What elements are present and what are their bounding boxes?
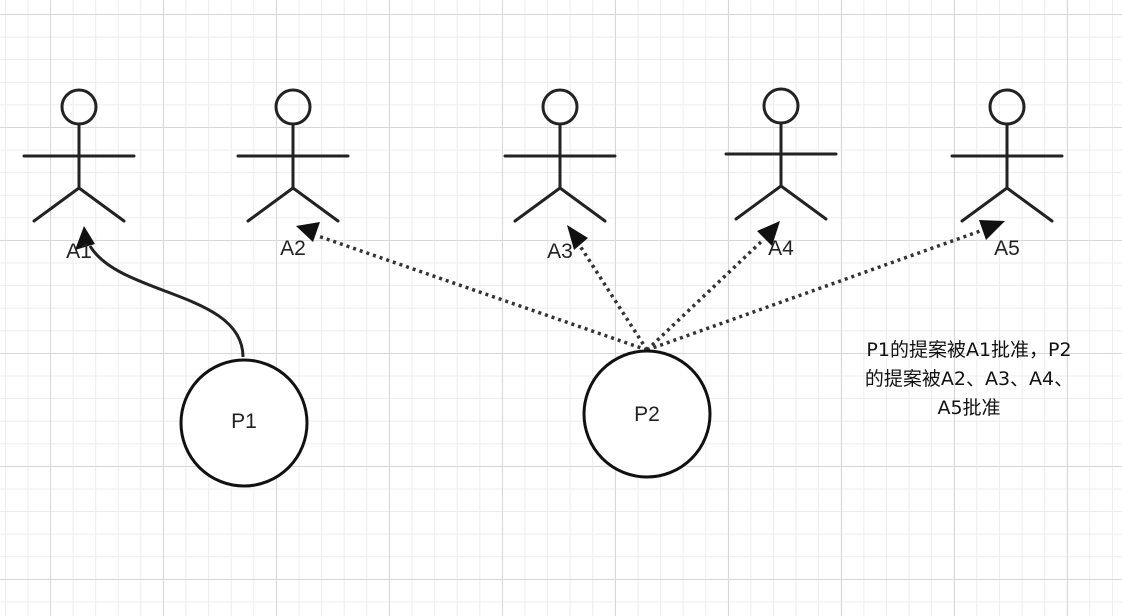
- actor-a1-head: [60, 88, 98, 126]
- actor-a3-figure: [503, 88, 617, 223]
- actor-a2-label: A2: [280, 237, 306, 260]
- proposer-p2-label: P2: [634, 403, 660, 426]
- actor-a2-left-leg: [246, 186, 295, 223]
- actor-a5-head: [988, 88, 1026, 126]
- actor-a3-label: A3: [547, 240, 573, 263]
- actor-a1-figure: [22, 88, 136, 223]
- actor-a5-figure: [950, 88, 1064, 223]
- actor-a2-figure: [236, 88, 350, 223]
- actor-a4-left-leg: [734, 184, 783, 221]
- note-line-1: P1的提案被A1批准，P2: [866, 339, 1072, 361]
- actor-a2-head: [274, 88, 312, 126]
- actor-a1-label: A1: [66, 240, 92, 263]
- actor-a1-left-leg: [32, 186, 81, 223]
- edge-p2-to-a4-arrowhead: [757, 221, 780, 246]
- actor-a4-label: A4: [768, 237, 794, 260]
- edge-p1-to-a1-arrowhead: [75, 226, 95, 250]
- actor-a4-head: [762, 87, 800, 125]
- actor-a4-figure: [724, 87, 838, 221]
- edge-p2-to-a2: [317, 234, 648, 352]
- proposer-p1-label: P1: [231, 410, 257, 433]
- note-line-3: A5批准: [937, 397, 1001, 419]
- note-line-2: 的提案被A2、A3、A4、: [864, 368, 1074, 390]
- actor-a1-right-leg: [77, 186, 126, 223]
- edge-p2-to-a3-arrowhead: [567, 225, 588, 250]
- edge-p2-to-a4: [645, 238, 765, 352]
- actor-a3-head: [541, 88, 579, 126]
- actor-a3-right-leg: [558, 186, 607, 223]
- actor-a5-left-leg: [960, 186, 1009, 223]
- proposer-p2-circle: [582, 349, 712, 479]
- edge-p2-to-a2-arrowhead: [296, 222, 320, 242]
- actor-a3-left-leg: [513, 186, 562, 223]
- proposer-p1-circle: [179, 358, 309, 488]
- actor-a5-right-leg: [1005, 186, 1054, 223]
- note-text-block: P1的提案被A1批准，P2 的提案被A2、A3、A4、 A5批准: [834, 336, 1104, 423]
- actor-a5-label: A5: [994, 237, 1020, 260]
- edge-p2-to-a5-arrowhead: [979, 220, 1005, 240]
- edge-p1-to-a1: [88, 245, 245, 358]
- actor-a2-right-leg: [291, 186, 340, 223]
- actor-a4-right-leg: [779, 184, 828, 221]
